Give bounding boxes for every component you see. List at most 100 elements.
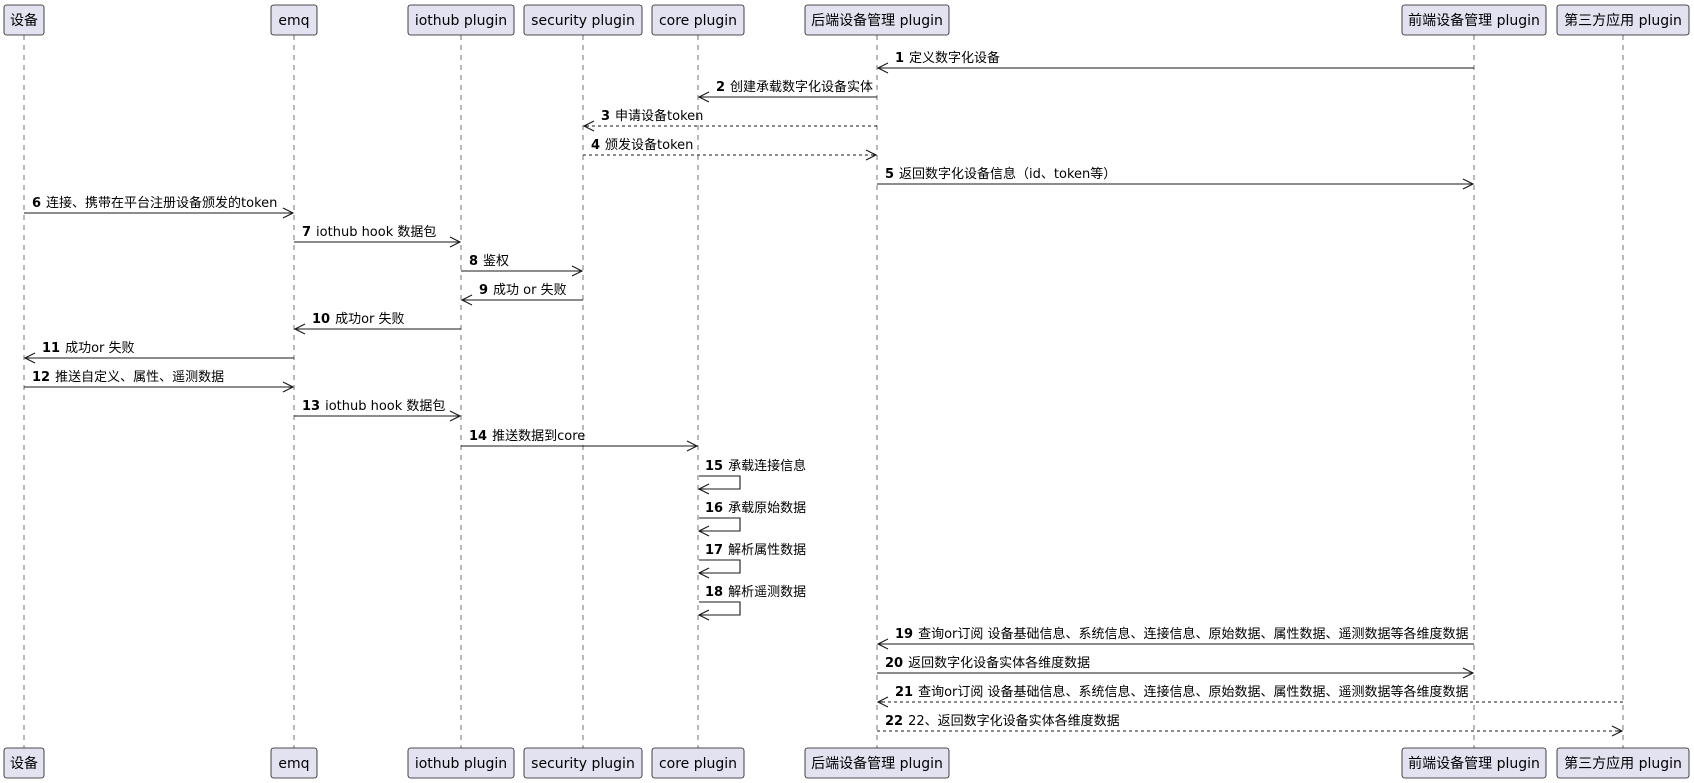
participant-core-bottom: core plugin <box>651 747 745 779</box>
participant-label: 第三方应用 plugin <box>1564 755 1682 772</box>
participant-emq-bottom: emq <box>270 747 318 779</box>
message-number: 10 <box>312 312 330 327</box>
message-label: 8 鉴权 <box>469 253 509 269</box>
message-text: 定义数字化设备 <box>909 50 1000 66</box>
self-message-line <box>699 559 741 574</box>
message-18: 18 解析遥测数据 <box>697 585 806 621</box>
message-number: 8 <box>469 254 478 269</box>
participant-label: 后端设备管理 plugin <box>811 755 943 772</box>
message-20: 20 返回数字化设备实体各维度数据 <box>877 655 1475 679</box>
message-number: 21 <box>895 685 913 700</box>
participant-label: 第三方应用 plugin <box>1564 12 1682 29</box>
participant-box <box>3 747 45 779</box>
message-number: 9 <box>479 283 488 298</box>
participant-frontend-bottom: 前端设备管理 plugin <box>1401 747 1547 779</box>
message-label: 3 申请设备token <box>601 108 703 124</box>
participant-label: 前端设备管理 plugin <box>1408 12 1540 29</box>
message-text: 推送数据到core <box>492 429 585 444</box>
message-text: 返回数字化设备信息（id、token等） <box>899 166 1116 182</box>
message-21: 21 查询or订阅 设备基础信息、系统信息、连接信息、原始数据、属性数据、遥测数据… <box>876 684 1623 708</box>
participant-security-top: security plugin <box>523 4 643 36</box>
message-label: 21 查询or订阅 设备基础信息、系统信息、连接信息、原始数据、属性数据、遥测数据… <box>895 684 1469 700</box>
message-19: 19 查询or订阅 设备基础信息、系统信息、连接信息、原始数据、属性数据、遥测数据… <box>876 626 1474 650</box>
message-label: 15 承载连接信息 <box>705 458 806 474</box>
message-number: 15 <box>705 459 723 474</box>
participant-backend-bottom: 后端设备管理 plugin <box>804 747 950 779</box>
message-label: 19 查询or订阅 设备基础信息、系统信息、连接信息、原始数据、属性数据、遥测数据… <box>895 626 1469 642</box>
message-text: iothub hook 数据包 <box>325 399 445 414</box>
participant-box <box>270 4 318 36</box>
message-number: 16 <box>705 501 723 516</box>
participant-label: 前端设备管理 plugin <box>1408 755 1540 772</box>
participant-iothub-top: iothub plugin <box>407 4 515 36</box>
message-text: 鉴权 <box>483 253 509 269</box>
message-8: 8 鉴权 <box>461 253 584 277</box>
participant-device-bottom: 设备 <box>3 747 45 779</box>
message-number: 20 <box>885 656 903 671</box>
message-number: 12 <box>32 370 50 385</box>
participant-box <box>1401 4 1547 36</box>
participant-label: emq <box>278 756 309 772</box>
participant-label: security plugin <box>531 13 635 29</box>
message-number: 7 <box>302 225 311 240</box>
participant-box <box>407 747 515 779</box>
self-message-line <box>699 601 741 616</box>
message-text: 查询or订阅 设备基础信息、系统信息、连接信息、原始数据、属性数据、遥测数据等各… <box>918 684 1468 700</box>
message-text: 22、返回数字化设备实体各维度数据 <box>908 713 1120 729</box>
message-text: 连接、携带在平台注册设备颁发的token <box>46 195 277 211</box>
message-text: 解析遥测数据 <box>728 585 806 600</box>
message-label: 20 返回数字化设备实体各维度数据 <box>885 655 1090 671</box>
message-text: 成功or 失败 <box>335 312 404 327</box>
message-text: 申请设备token <box>615 108 703 124</box>
message-text: 颁发设备token <box>605 137 693 153</box>
message-text: 返回数字化设备实体各维度数据 <box>908 655 1090 671</box>
message-number: 3 <box>601 109 610 124</box>
message-text: 查询or订阅 设备基础信息、系统信息、连接信息、原始数据、属性数据、遥测数据等各… <box>918 626 1468 642</box>
message-text: 推送自定义、属性、遥测数据 <box>55 370 224 385</box>
message-label: 16 承载原始数据 <box>705 501 806 516</box>
message-text: 承载连接信息 <box>728 458 806 474</box>
message-number: 19 <box>895 627 913 642</box>
message-3: 3 申请设备token <box>582 108 877 132</box>
participant-box <box>523 4 643 36</box>
participant-core-top: core plugin <box>651 4 745 36</box>
participant-box <box>1556 747 1690 779</box>
participant-backend-top: 后端设备管理 plugin <box>804 4 950 36</box>
message-number: 14 <box>469 429 487 444</box>
message-text: 成功or 失败 <box>65 341 134 356</box>
participant-box <box>1401 747 1547 779</box>
participant-label: 设备 <box>10 12 38 29</box>
participant-box <box>651 4 745 36</box>
participant-box <box>804 4 950 36</box>
message-text: 承载原始数据 <box>728 501 806 516</box>
participant-label: 后端设备管理 plugin <box>811 12 943 29</box>
message-14: 14 推送数据到core <box>461 429 699 452</box>
participant-emq-top: emq <box>270 4 318 36</box>
message-number: 18 <box>705 585 723 600</box>
participant-frontend-top: 前端设备管理 plugin <box>1401 4 1547 36</box>
participant-box <box>804 747 950 779</box>
lifelines <box>23 35 1624 748</box>
participant-label: emq <box>278 13 309 29</box>
participant-label: core plugin <box>659 756 737 772</box>
self-message-line <box>699 517 741 532</box>
message-15: 15 承载连接信息 <box>697 458 806 495</box>
participant-label: core plugin <box>659 13 737 29</box>
